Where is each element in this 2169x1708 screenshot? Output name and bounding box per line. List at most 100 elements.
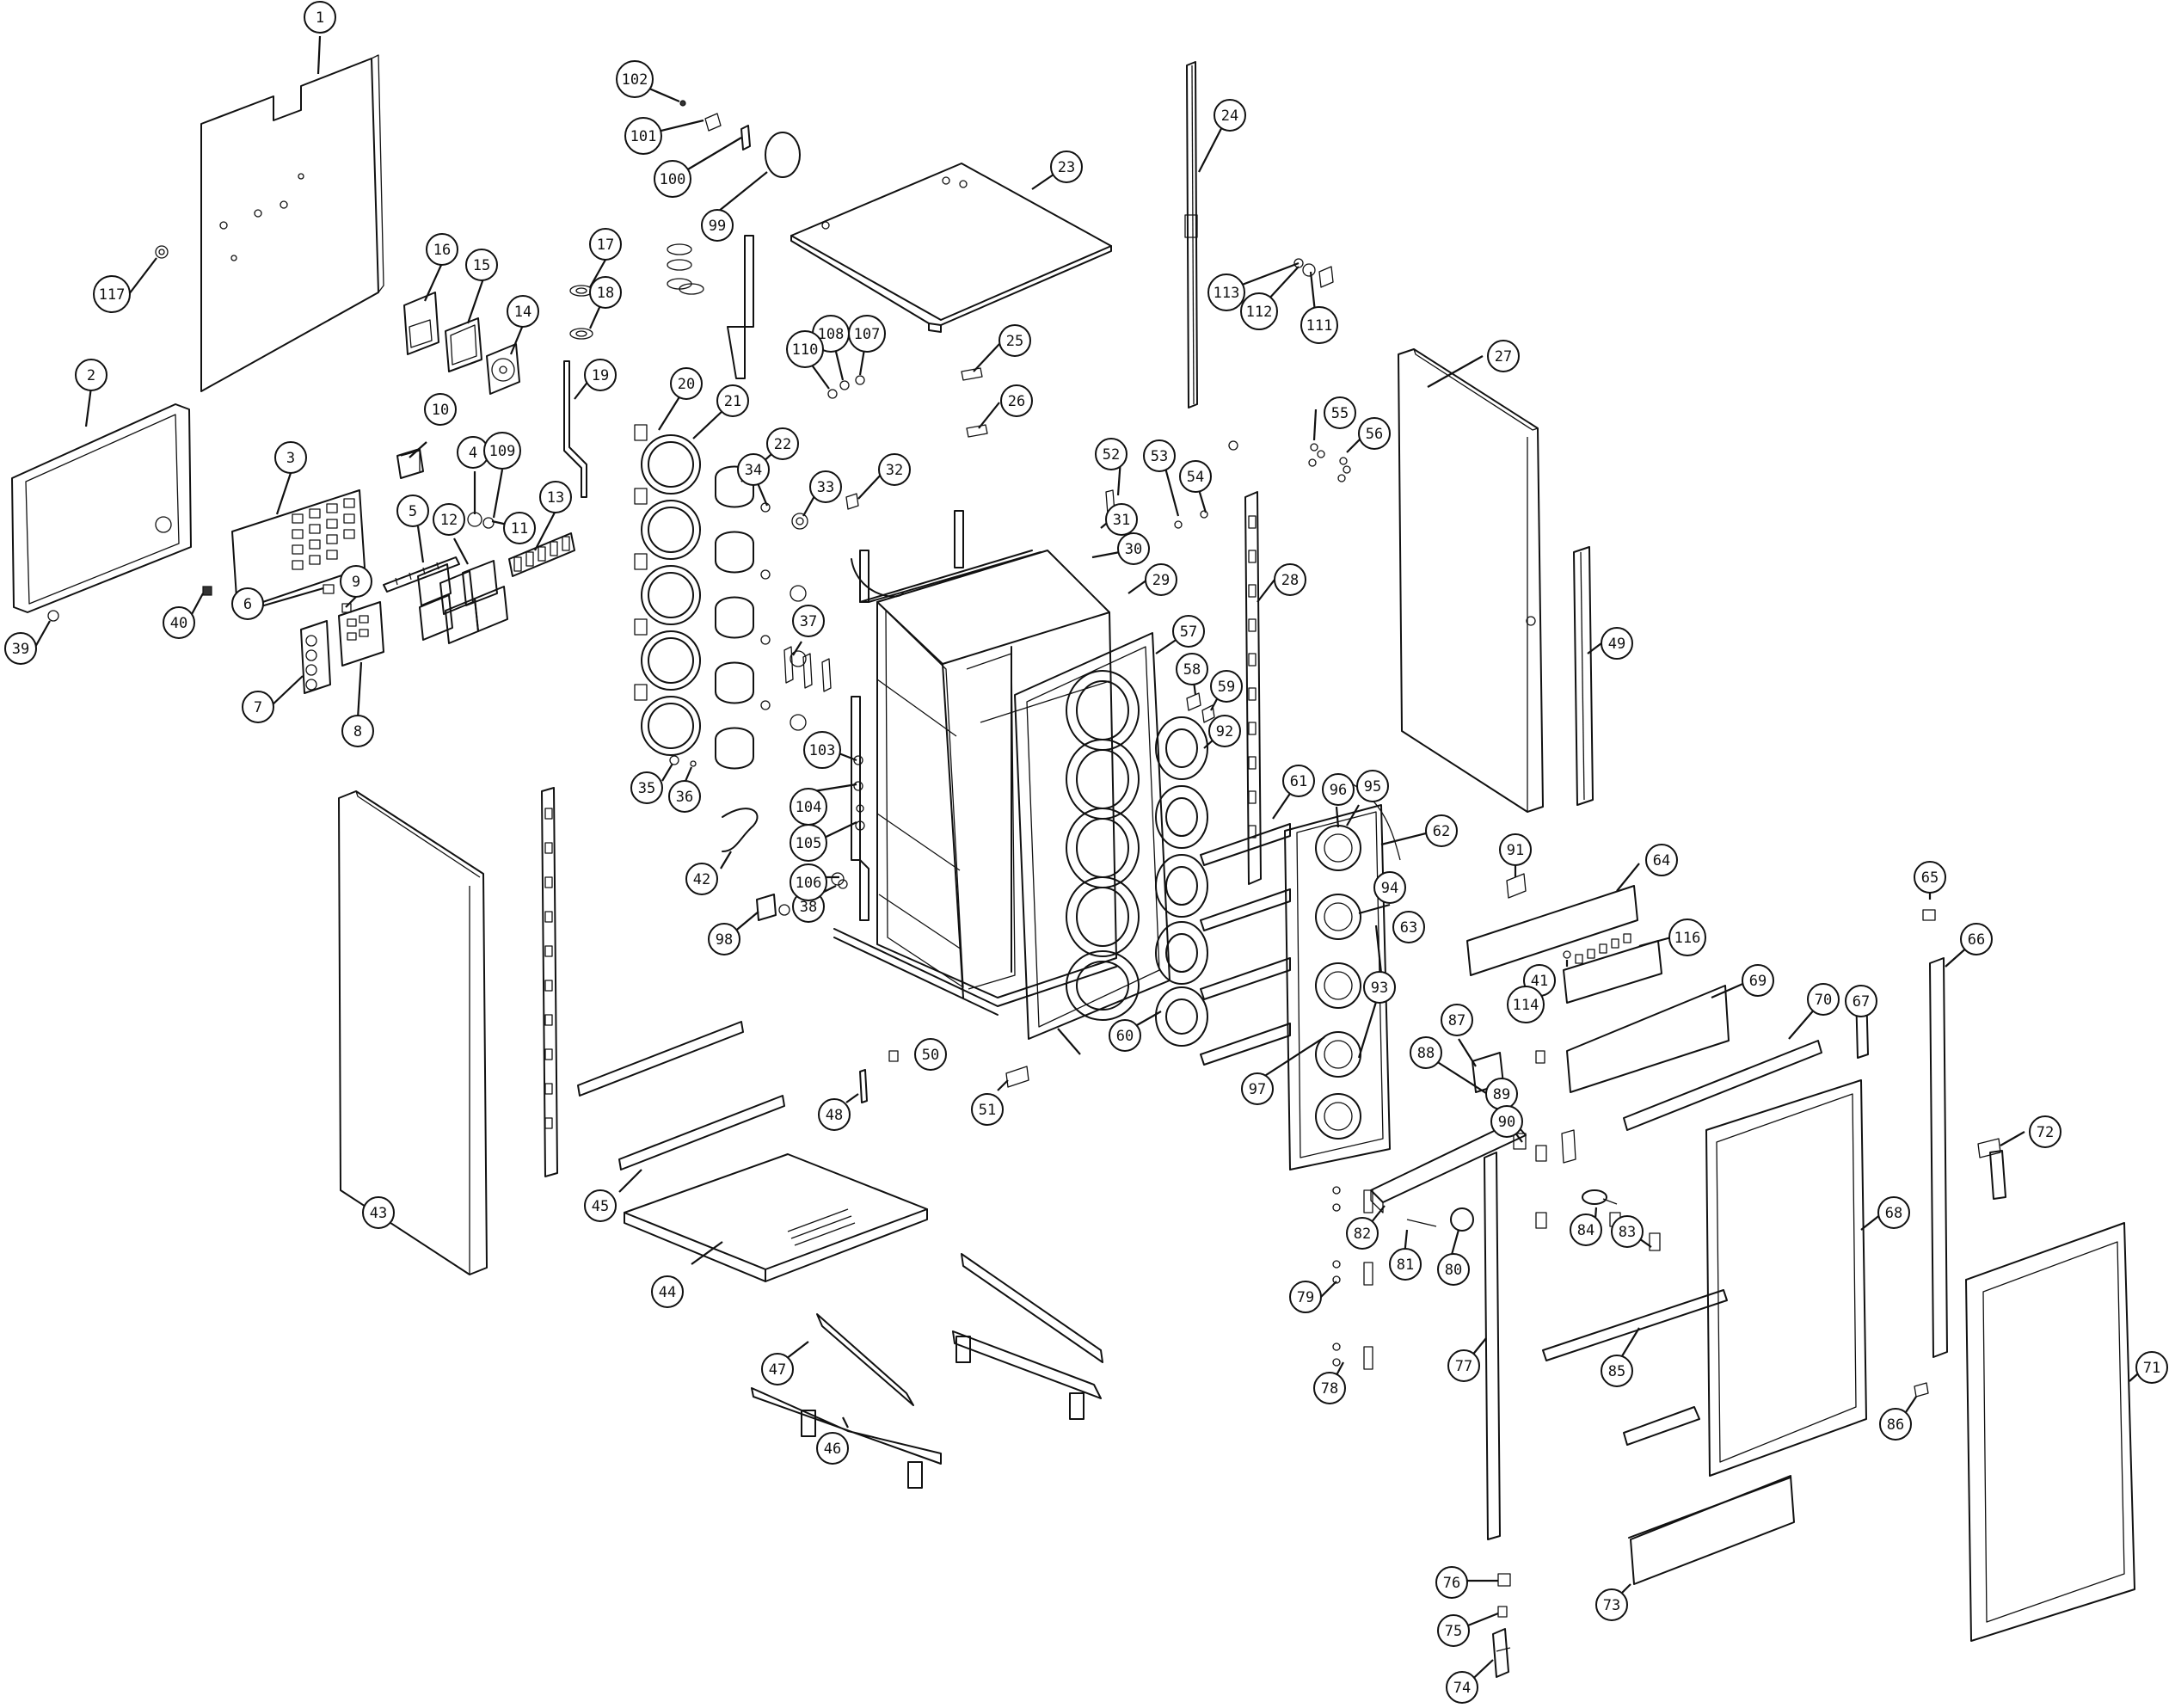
callout-bubble <box>1050 151 1083 183</box>
callout-bubble <box>1145 563 1177 596</box>
callout-42: 42 <box>685 863 718 895</box>
callout-number: 83 <box>1619 1224 1636 1241</box>
callout-bubble <box>1179 460 1212 493</box>
callout-bubble <box>816 1432 849 1465</box>
callout-bubble <box>589 276 622 309</box>
callout-number: 114 <box>1513 997 1539 1014</box>
callout-55: 55 <box>1324 396 1356 429</box>
callout-number: 76 <box>1443 1575 1460 1592</box>
callout-bubble <box>589 228 622 261</box>
callout-53: 53 <box>1143 439 1176 472</box>
callout-bubble <box>1490 1105 1523 1138</box>
callout-49: 49 <box>1601 627 1633 660</box>
callout-34: 34 <box>737 453 770 486</box>
callout-bubble <box>465 249 498 281</box>
callout-18: 18 <box>589 276 622 309</box>
callout-number: 15 <box>473 257 490 274</box>
callout-number: 43 <box>370 1205 387 1222</box>
callout-number: 117 <box>99 286 126 304</box>
callout-77: 77 <box>1447 1349 1480 1382</box>
callout-bubble <box>1109 1019 1141 1052</box>
callout-bubble <box>503 512 536 544</box>
callout-30: 30 <box>1117 532 1150 565</box>
callout-number: 105 <box>796 835 822 852</box>
callout-number: 24 <box>1221 108 1238 125</box>
callout-50: 50 <box>914 1038 947 1071</box>
callout-24: 24 <box>1214 99 1246 132</box>
callout-bubble <box>1845 985 1877 1017</box>
callout-number: 33 <box>817 479 834 496</box>
callout-bubble <box>1313 1372 1346 1404</box>
callout-bubble <box>584 359 617 391</box>
part-fan-baffle <box>1014 632 1171 1040</box>
callout-number: 106 <box>796 875 822 892</box>
callout-66: 66 <box>1960 923 1993 955</box>
callout-3: 3 <box>274 441 307 474</box>
callout-29: 29 <box>1145 563 1177 596</box>
callout-96: 96 <box>1322 773 1355 806</box>
callout-79: 79 <box>1289 1281 1322 1313</box>
callout-number: 8 <box>353 723 362 740</box>
callout-bubble <box>483 432 521 470</box>
callout-number: 20 <box>678 376 695 393</box>
callout-bubble <box>304 1 336 34</box>
callout-number: 112 <box>1246 304 1273 321</box>
callout-58: 58 <box>1176 653 1208 685</box>
callout-bubble <box>685 863 718 895</box>
callout-bubble <box>1207 273 1245 311</box>
callout-bubble <box>701 209 734 242</box>
callout-100: 100 <box>654 160 691 198</box>
callout-1: 1 <box>304 1 336 34</box>
callout-114: 114 <box>1507 986 1545 1023</box>
callout-bubble <box>792 605 825 637</box>
callout-111: 111 <box>1300 306 1338 344</box>
callout-number: 93 <box>1371 980 1388 997</box>
callout-number: 12 <box>440 512 458 529</box>
callout-bubble <box>790 863 827 901</box>
callout-bubble <box>242 691 274 723</box>
callout-bubble <box>341 715 374 747</box>
callout-bubble <box>2029 1115 2061 1148</box>
callout-number: 82 <box>1354 1226 1371 1243</box>
callout-number: 18 <box>597 285 614 302</box>
callout-number: 30 <box>1125 541 1142 558</box>
callout-45: 45 <box>584 1189 617 1222</box>
callout-number: 52 <box>1103 446 1120 464</box>
callout-74: 74 <box>1446 1671 1478 1704</box>
callout-bubble <box>1346 1217 1379 1250</box>
callout-64: 64 <box>1645 844 1678 876</box>
callout-number: 23 <box>1058 159 1075 176</box>
callout-40: 40 <box>163 606 195 639</box>
callout-bubble <box>766 427 799 460</box>
callout-6: 6 <box>231 587 264 620</box>
callout-number: 111 <box>1306 317 1333 335</box>
callout-95: 95 <box>1356 770 1389 802</box>
callout-bubble <box>424 393 457 426</box>
callout-bubble <box>1358 417 1391 450</box>
callout-bubble <box>1282 765 1315 797</box>
callout-97: 97 <box>1241 1072 1274 1105</box>
callout-number: 89 <box>1493 1086 1510 1103</box>
callout-52: 52 <box>1095 438 1128 470</box>
callout-bubble <box>1095 438 1128 470</box>
callout-bubble <box>1410 1036 1442 1069</box>
callout-bubble <box>1000 384 1033 417</box>
callout-bubble <box>1668 919 1706 956</box>
part-fan-wheels <box>1155 716 1208 1047</box>
callout-16: 16 <box>426 233 458 266</box>
callout-number: 27 <box>1495 348 1512 366</box>
callout-39: 39 <box>4 632 37 665</box>
callout-number: 28 <box>1281 572 1299 589</box>
callout-bubble <box>1373 871 1406 904</box>
callout-number: 65 <box>1921 869 1939 887</box>
callout-33: 33 <box>809 470 842 503</box>
part-rear-panel <box>200 54 384 392</box>
callout-number: 34 <box>745 462 762 479</box>
callout-bubble <box>1392 911 1425 943</box>
callout-25: 25 <box>998 324 1031 357</box>
callout-number: 60 <box>1116 1028 1134 1045</box>
callout-number: 91 <box>1507 842 1524 859</box>
callout-bubble <box>1499 833 1532 866</box>
callout-61: 61 <box>1282 765 1315 797</box>
callout-bubble <box>1742 964 1774 997</box>
